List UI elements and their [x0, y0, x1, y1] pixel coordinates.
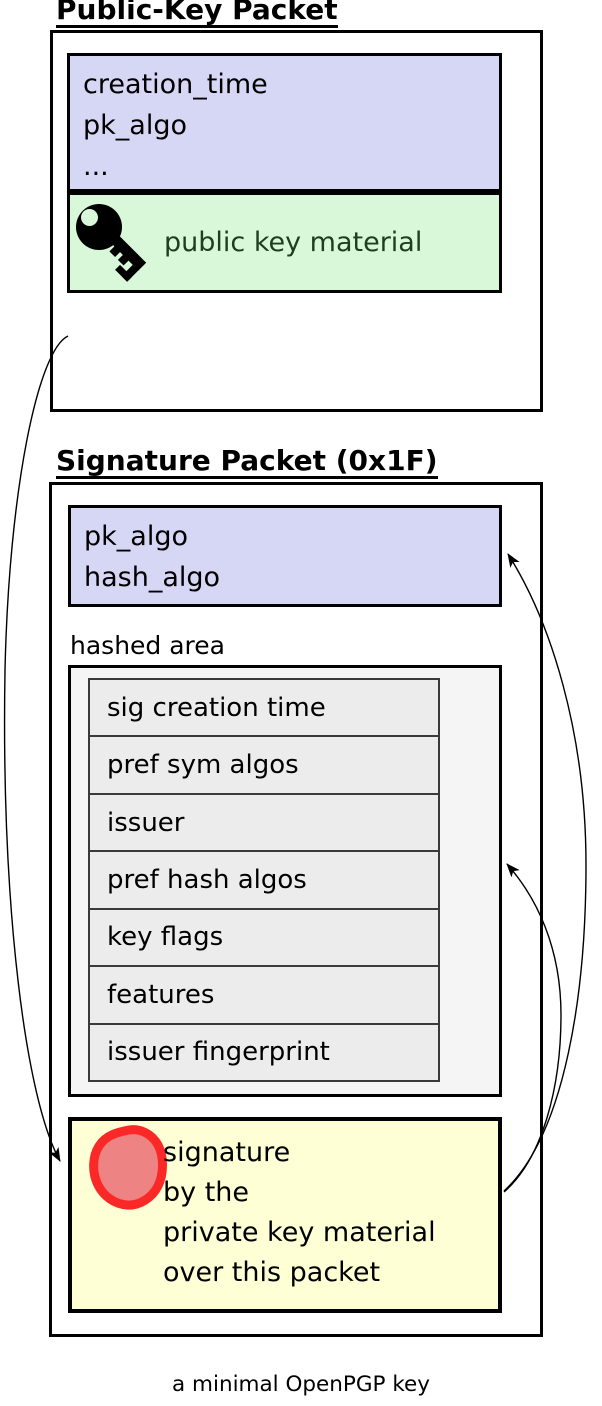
field-pk-algo: pk_algo [83, 110, 187, 141]
key-icon [74, 201, 154, 285]
subpacket-issuer-fingerprint: issuer fingerprint [90, 1022, 438, 1080]
field-creation-time: creation_time [83, 69, 268, 100]
subpacket-issuer: issuer [90, 792, 438, 850]
subpacket-pref-sym-algos: pref sym algos [90, 735, 438, 792]
subpacket-sig-creation-time: sig creation time [107, 692, 326, 723]
field-hash-algo: hash_algo [84, 562, 221, 593]
key-material-label: public key material [164, 227, 423, 258]
caption: a minimal OpenPGP key [172, 1372, 430, 1397]
key-material-box: public key material [67, 192, 502, 293]
signature-value-box: signature by the private key material ov… [68, 1117, 502, 1313]
subpacket-features: features [90, 965, 438, 1022]
subpacket-list: sig creation time pref sym algos issuer … [88, 678, 440, 1082]
public-key-packet-title: Public-Key Packet [56, 0, 338, 28]
signature-header-box: pk_algo hash_algo [68, 505, 502, 607]
signature-packet-title: Signature Packet (0x1F) [56, 444, 438, 479]
field-pk-algo: pk_algo [84, 521, 188, 552]
seal-icon [80, 1121, 180, 1221]
public-key-header-box: creation_time pk_algo ... [67, 53, 502, 192]
hashed-area-label: hashed area [70, 631, 225, 660]
signature-text: signature by the private key material ov… [163, 1137, 436, 1288]
subpacket-key-flags: key flags [90, 907, 438, 965]
subpacket-pref-hash-algos: pref hash algos [90, 850, 438, 907]
field-ellipsis: ... [83, 151, 109, 182]
